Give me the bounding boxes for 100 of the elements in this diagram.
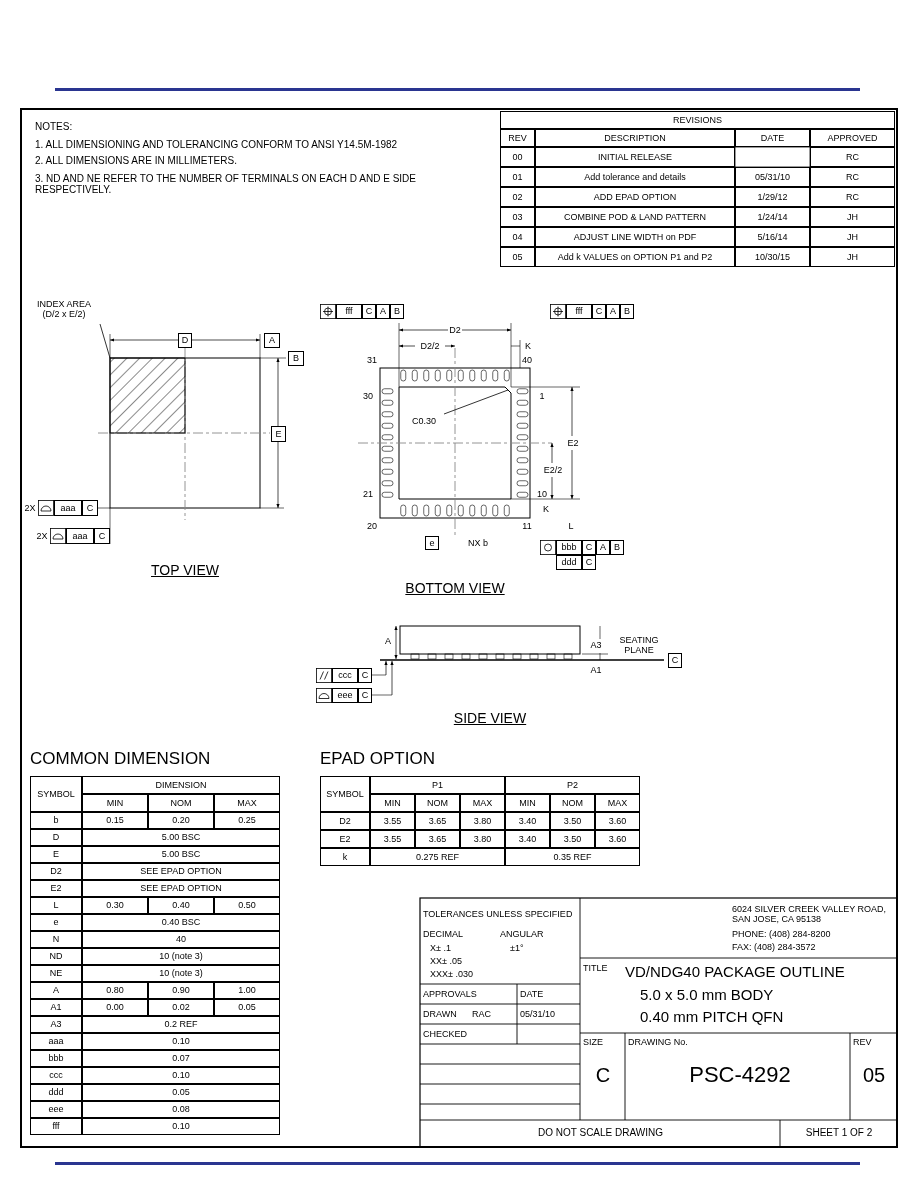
tolerance-frame-cell: C bbox=[582, 555, 596, 570]
table-cell: 0.05 bbox=[82, 1084, 280, 1101]
table-cell: 3.55 bbox=[370, 830, 415, 848]
table-cell: 3.40 bbox=[505, 830, 550, 848]
table-cell: D2 bbox=[30, 863, 82, 880]
table-cell: 0.2 REF bbox=[82, 1016, 280, 1033]
table-cell: ccc bbox=[30, 1067, 82, 1084]
table-cell: 10 (note 3) bbox=[82, 948, 280, 965]
pin-number: 20 bbox=[366, 520, 378, 532]
dimension-label: NX b bbox=[467, 536, 489, 550]
tolerance-frame-cell: A bbox=[376, 304, 390, 319]
table-cell: INITIAL RELEASE bbox=[535, 147, 735, 167]
dimension-label: K bbox=[524, 339, 532, 353]
table-cell: 3.50 bbox=[550, 812, 595, 830]
table-cell: MAX bbox=[460, 794, 505, 812]
table-cell: 3.50 bbox=[550, 830, 595, 848]
tolerance-frame-cell: B bbox=[620, 304, 634, 319]
table-cell: MAX bbox=[595, 794, 640, 812]
title-block-text: ANGULAR bbox=[500, 928, 545, 941]
table-cell: 0.40 bbox=[148, 897, 214, 914]
table-cell: 0.275 REF bbox=[370, 848, 505, 866]
table-cell: SYMBOL bbox=[320, 776, 370, 812]
title-block-text: 6024 SILVER CREEK VALLEY ROAD, SAN JOSE, CA 95138 bbox=[732, 902, 888, 926]
tolerance-frame-cell: ccc bbox=[332, 668, 358, 683]
table-cell: bbb bbox=[30, 1050, 82, 1067]
table-cell: RC bbox=[810, 147, 895, 167]
table-cell: 3.40 bbox=[505, 812, 550, 830]
table-cell: NOM bbox=[550, 794, 595, 812]
dimension-label: A bbox=[384, 634, 392, 648]
dimension-label: E2 bbox=[566, 436, 580, 450]
view-title: BOTTOM VIEW bbox=[404, 578, 506, 598]
table-cell: 3.80 bbox=[460, 830, 505, 848]
table-cell: 0.10 bbox=[82, 1118, 280, 1135]
callout-text: INDEX AREA (D/2 x E/2) bbox=[28, 294, 100, 324]
table-cell: 0.40 BSC bbox=[82, 914, 280, 931]
table-cell: 04 bbox=[500, 227, 535, 247]
tolerance-frame-cell: C bbox=[592, 304, 606, 319]
table-cell: L bbox=[30, 897, 82, 914]
table-cell: 3.60 bbox=[595, 830, 640, 848]
table-cell: 0.08 bbox=[82, 1101, 280, 1118]
table-cell: ADJUST LINE WIDTH on PDF bbox=[535, 227, 735, 247]
tolerance-frame-cell: A bbox=[596, 540, 610, 555]
table-cell: RC bbox=[810, 187, 895, 207]
table-cell: APPROVED bbox=[810, 129, 895, 147]
dimension-label: E bbox=[271, 426, 286, 442]
leader-line bbox=[99, 323, 111, 359]
table-cell: 00 bbox=[500, 147, 535, 167]
table-cell: REV bbox=[500, 129, 535, 147]
tolerance-frame-cell: fff bbox=[336, 304, 362, 319]
table-cell: e bbox=[30, 914, 82, 931]
tolerance-frame-cell: A bbox=[606, 304, 620, 319]
multiplier-label: 2X bbox=[23, 501, 37, 515]
table-cell: 0.10 bbox=[82, 1033, 280, 1050]
table-cell: b bbox=[30, 812, 82, 829]
table-cell: 05/31/10 bbox=[735, 167, 810, 187]
title-block-text: FAX: (408) 284-3572 bbox=[732, 941, 817, 954]
table-cell: 0.30 bbox=[82, 897, 148, 914]
tolerance-frame-cell: B bbox=[610, 540, 624, 555]
title-block-text: APPROVALS bbox=[423, 987, 478, 1001]
view-title: SIDE VIEW bbox=[452, 708, 528, 728]
tolerance-frame-cell: ddd bbox=[556, 555, 582, 570]
table-cell: A1 bbox=[30, 999, 82, 1016]
pin-number: 30 bbox=[362, 390, 374, 402]
tolerance-frame-cell: B bbox=[390, 304, 404, 319]
drawing-title: 5.0 x 5.0 mm BODY bbox=[640, 985, 775, 1006]
table-cell: 10 (note 3) bbox=[82, 965, 280, 982]
title-block-text: 05/31/10 bbox=[520, 1007, 557, 1021]
table-cell: 05 bbox=[500, 247, 535, 267]
tolerance-frame-cell: C bbox=[82, 500, 98, 516]
title-block-text: PHONE: (408) 284-8200 bbox=[732, 928, 832, 941]
dimension-label: A1 bbox=[589, 664, 603, 677]
table-cell: 1/29/12 bbox=[735, 187, 810, 207]
table-cell: COMBINE POD & LAND PATTERN bbox=[535, 207, 735, 227]
table-cell: 0.05 bbox=[214, 999, 280, 1016]
table-cell: SEE EPAD OPTION bbox=[82, 880, 280, 897]
table-cell: 0.50 bbox=[214, 897, 280, 914]
table-cell: NOM bbox=[148, 794, 214, 812]
title-block-text: TITLE bbox=[583, 961, 609, 975]
table-cell: A3 bbox=[30, 1016, 82, 1033]
table-cell: MAX bbox=[214, 794, 280, 812]
table-cell: DATE bbox=[735, 129, 810, 147]
notes-heading: NOTES: bbox=[35, 120, 74, 134]
table-cell: 02 bbox=[500, 187, 535, 207]
table-cell: 03 bbox=[500, 207, 535, 227]
dimension-label: D2 bbox=[448, 323, 462, 337]
table-cell: 01 bbox=[500, 167, 535, 187]
table-cell: 0.07 bbox=[82, 1050, 280, 1067]
table-cell: N bbox=[30, 931, 82, 948]
datum-label: A bbox=[264, 333, 280, 348]
table-cell: 0.20 bbox=[148, 812, 214, 829]
table-cell: NOM bbox=[415, 794, 460, 812]
tolerance-frame-cell: aaa bbox=[54, 500, 82, 516]
table-cell: 0.00 bbox=[82, 999, 148, 1016]
table-cell: 40 bbox=[82, 931, 280, 948]
table-cell: k bbox=[320, 848, 370, 866]
pin-number: 40 bbox=[521, 354, 533, 366]
dimension-label: L bbox=[567, 520, 575, 532]
table-cell: 0.15 bbox=[82, 812, 148, 829]
title-block-text: C bbox=[594, 1062, 612, 1088]
title-block-text: XXX± .030 bbox=[430, 968, 474, 981]
